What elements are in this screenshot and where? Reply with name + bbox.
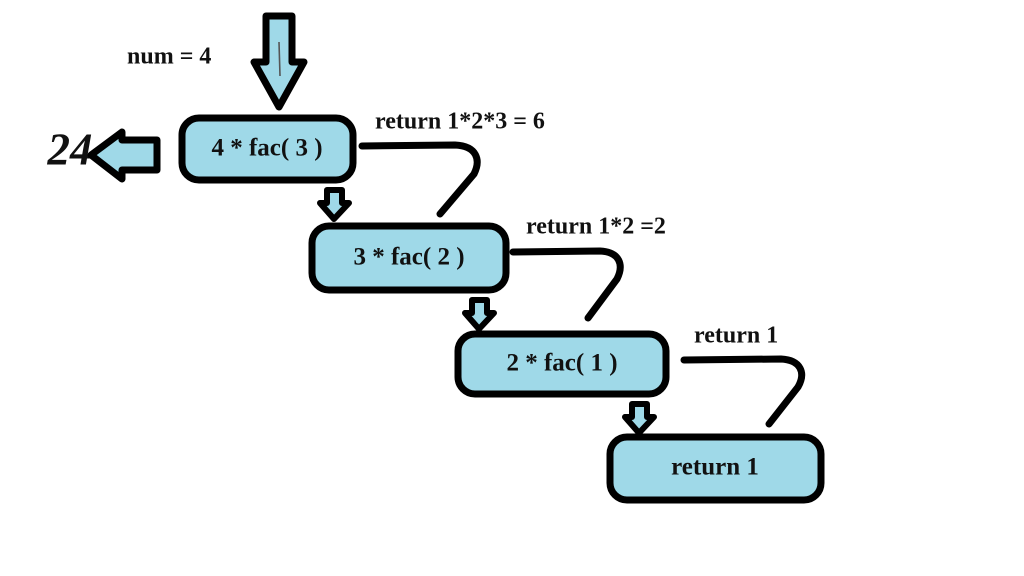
call-frame-label: 2 * fac( 1 ) xyxy=(506,350,617,377)
return-label-2: return 1*2 =2 xyxy=(526,214,666,240)
return-curve-1 xyxy=(358,141,481,218)
return-label-3: return 1 xyxy=(694,323,778,349)
call-frame-label: return 1 xyxy=(671,454,759,481)
call-frame-box-1: 4 * fac( 3 ) xyxy=(178,114,357,184)
call-arrow-1-down-icon xyxy=(317,187,352,222)
output-arrow-left-icon xyxy=(87,128,161,183)
call-frame-box-2: 3 * fac( 2 ) xyxy=(308,222,510,294)
call-frame-box-4: return 1 xyxy=(606,433,825,504)
call-frame-label: 4 * fac( 3 ) xyxy=(211,135,322,162)
return-curve-2 xyxy=(509,247,624,322)
input-arrow-down-icon xyxy=(250,12,308,111)
result-value: 24 xyxy=(47,124,93,174)
input-label: num = 4 xyxy=(127,44,211,70)
call-frame-label: 3 * fac( 2 ) xyxy=(353,244,464,271)
return-curve-3 xyxy=(680,355,806,428)
call-frame-box-3: 2 * fac( 1 ) xyxy=(454,330,670,398)
call-arrow-2-down-icon xyxy=(462,297,497,332)
call-arrow-3-down-icon xyxy=(622,401,657,436)
return-label-1: return 1*2*3 = 6 xyxy=(375,109,545,135)
